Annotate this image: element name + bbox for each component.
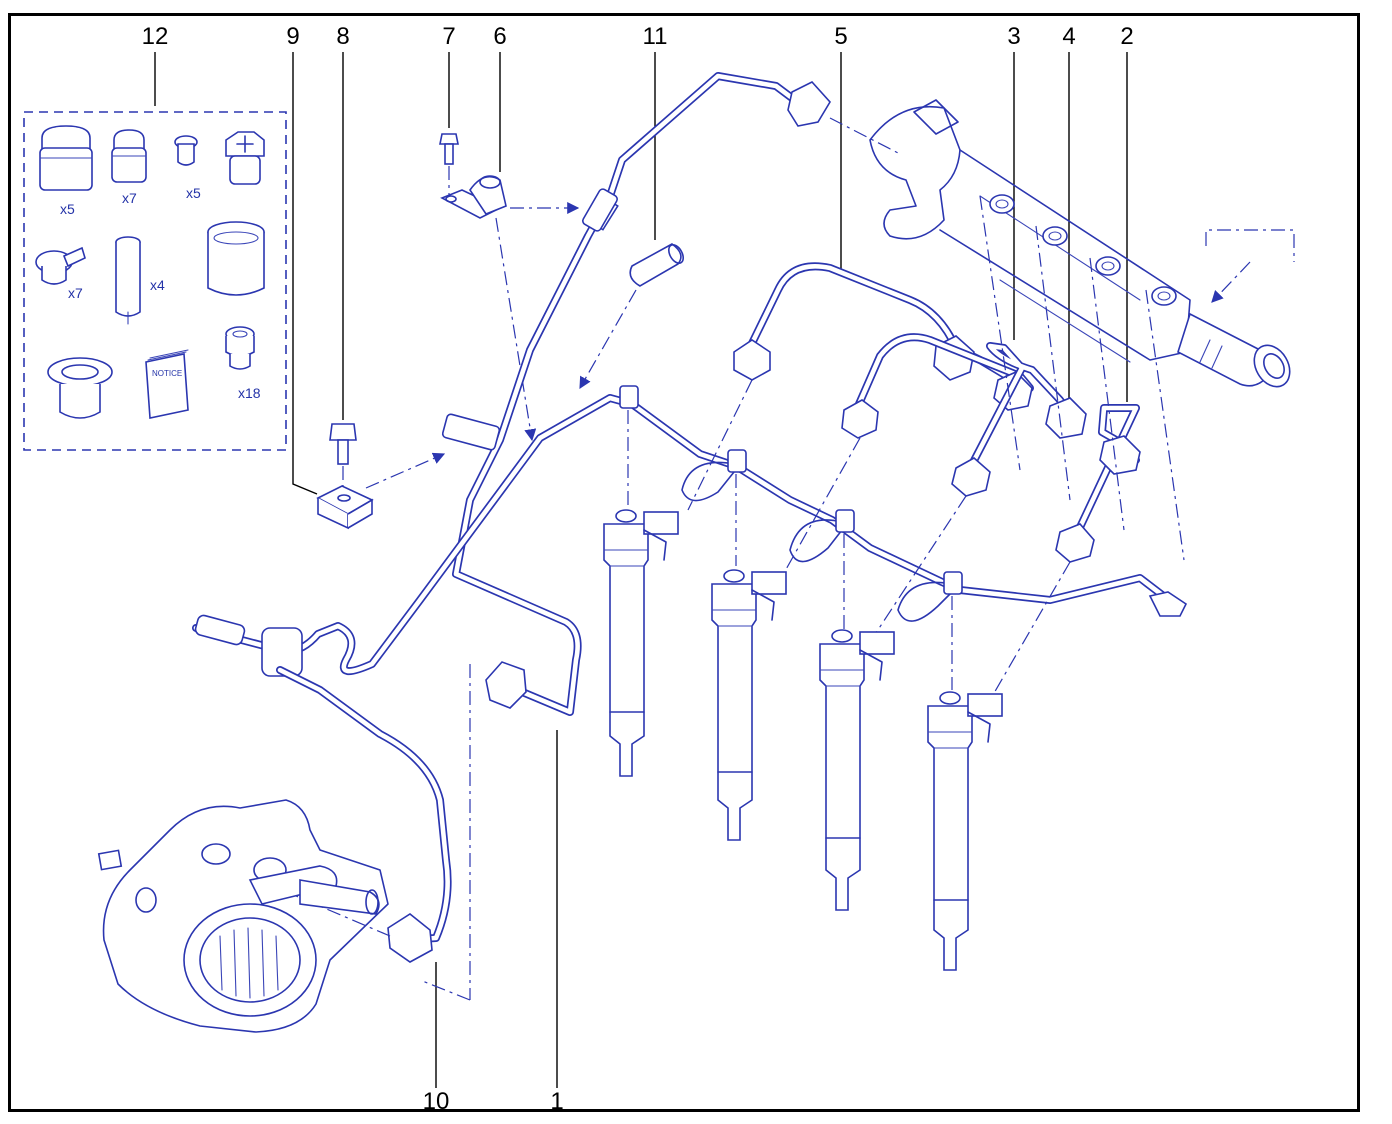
clip-bracket-upper <box>441 413 501 451</box>
injector-4 <box>927 691 1003 971</box>
small-cap-icon <box>174 135 198 166</box>
callout-12: 12 <box>142 23 169 50</box>
callout-labels: 12 9 8 7 6 11 5 3 4 2 10 1 <box>142 23 1134 1115</box>
callout-9: 9 <box>286 23 299 50</box>
callout-10: 10 <box>423 1088 450 1115</box>
injector-1 <box>603 509 679 777</box>
injector-pipes <box>733 262 1141 563</box>
sensor-dashed-box <box>1205 229 1295 262</box>
tab-cap-icon <box>35 246 86 285</box>
qty-sleeve: x4 <box>150 277 165 293</box>
sleeve-icon <box>115 236 141 325</box>
injector-2 <box>711 569 787 841</box>
qty-large-cap: x5 <box>60 201 75 217</box>
leader-lines <box>154 52 1128 1088</box>
grommet-icon <box>225 326 255 370</box>
callout-4: 4 <box>1062 23 1075 50</box>
callout-3: 3 <box>1007 23 1020 50</box>
callout-8: 8 <box>336 23 349 50</box>
sleeve-11 <box>629 243 685 287</box>
notice-label: NOTICE <box>152 369 182 378</box>
qty-tab-cap: x7 <box>68 285 83 301</box>
seal-kit-box: x5 x7 x5 x7 x4 <box>23 111 287 451</box>
pipe-rail-to-pump <box>452 72 831 716</box>
callout-2: 2 <box>1120 23 1133 50</box>
callout-5: 5 <box>834 23 847 50</box>
cylinder-sleeve-icon <box>207 221 265 296</box>
callout-7: 7 <box>442 23 455 50</box>
fuel-rail <box>869 99 1291 388</box>
callout-1: 1 <box>550 1088 563 1115</box>
bolt-7 <box>439 133 459 196</box>
large-cap-icon <box>39 125 93 191</box>
high-pressure-pump <box>97 799 389 1033</box>
qty-grommet: x18 <box>238 385 261 401</box>
qty-medium-cap: x7 <box>122 190 137 206</box>
medium-cap-icon <box>111 129 147 183</box>
return-loops <box>619 385 963 622</box>
flanged-bush-icon <box>47 357 113 419</box>
notice-booklet-icon <box>145 349 189 419</box>
clip-9 <box>316 485 374 530</box>
plug-cap-icon <box>225 131 265 185</box>
pipe-pump-feed <box>276 666 452 963</box>
callout-6: 6 <box>493 23 506 50</box>
bolt-8 <box>329 423 357 488</box>
clamp-6 <box>440 175 507 219</box>
callout-11: 11 <box>643 23 668 50</box>
qty-small-cap: x5 <box>186 185 201 201</box>
pipe-pump-to-injectors <box>192 188 1188 677</box>
pressure-sensor-housing <box>261 627 303 677</box>
injector-3 <box>819 629 895 911</box>
